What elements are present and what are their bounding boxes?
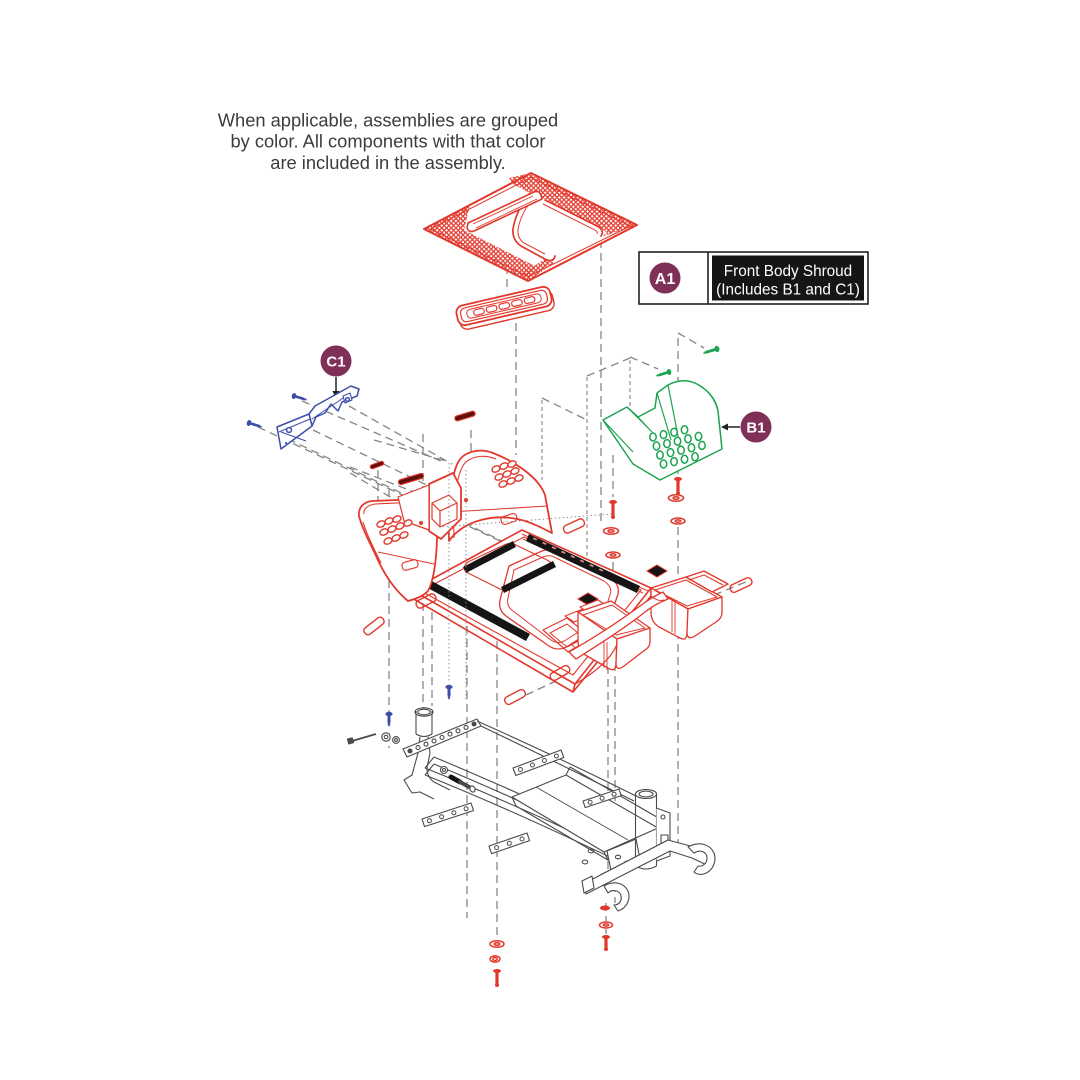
svg-text:by color. All components with: by color. All components with that color — [230, 131, 545, 152]
svg-text:A1: A1 — [655, 271, 676, 288]
svg-text:C1: C1 — [326, 353, 345, 370]
svg-text:When applicable, assemblies ar: When applicable, assemblies are grouped — [218, 110, 558, 131]
svg-text:(Includes B1 and C1): (Includes B1 and C1) — [716, 282, 860, 299]
svg-text:B1: B1 — [746, 419, 765, 436]
svg-text:Front Body Shroud: Front Body Shroud — [724, 263, 852, 280]
svg-text:are included in the assembly.: are included in the assembly. — [270, 152, 505, 173]
